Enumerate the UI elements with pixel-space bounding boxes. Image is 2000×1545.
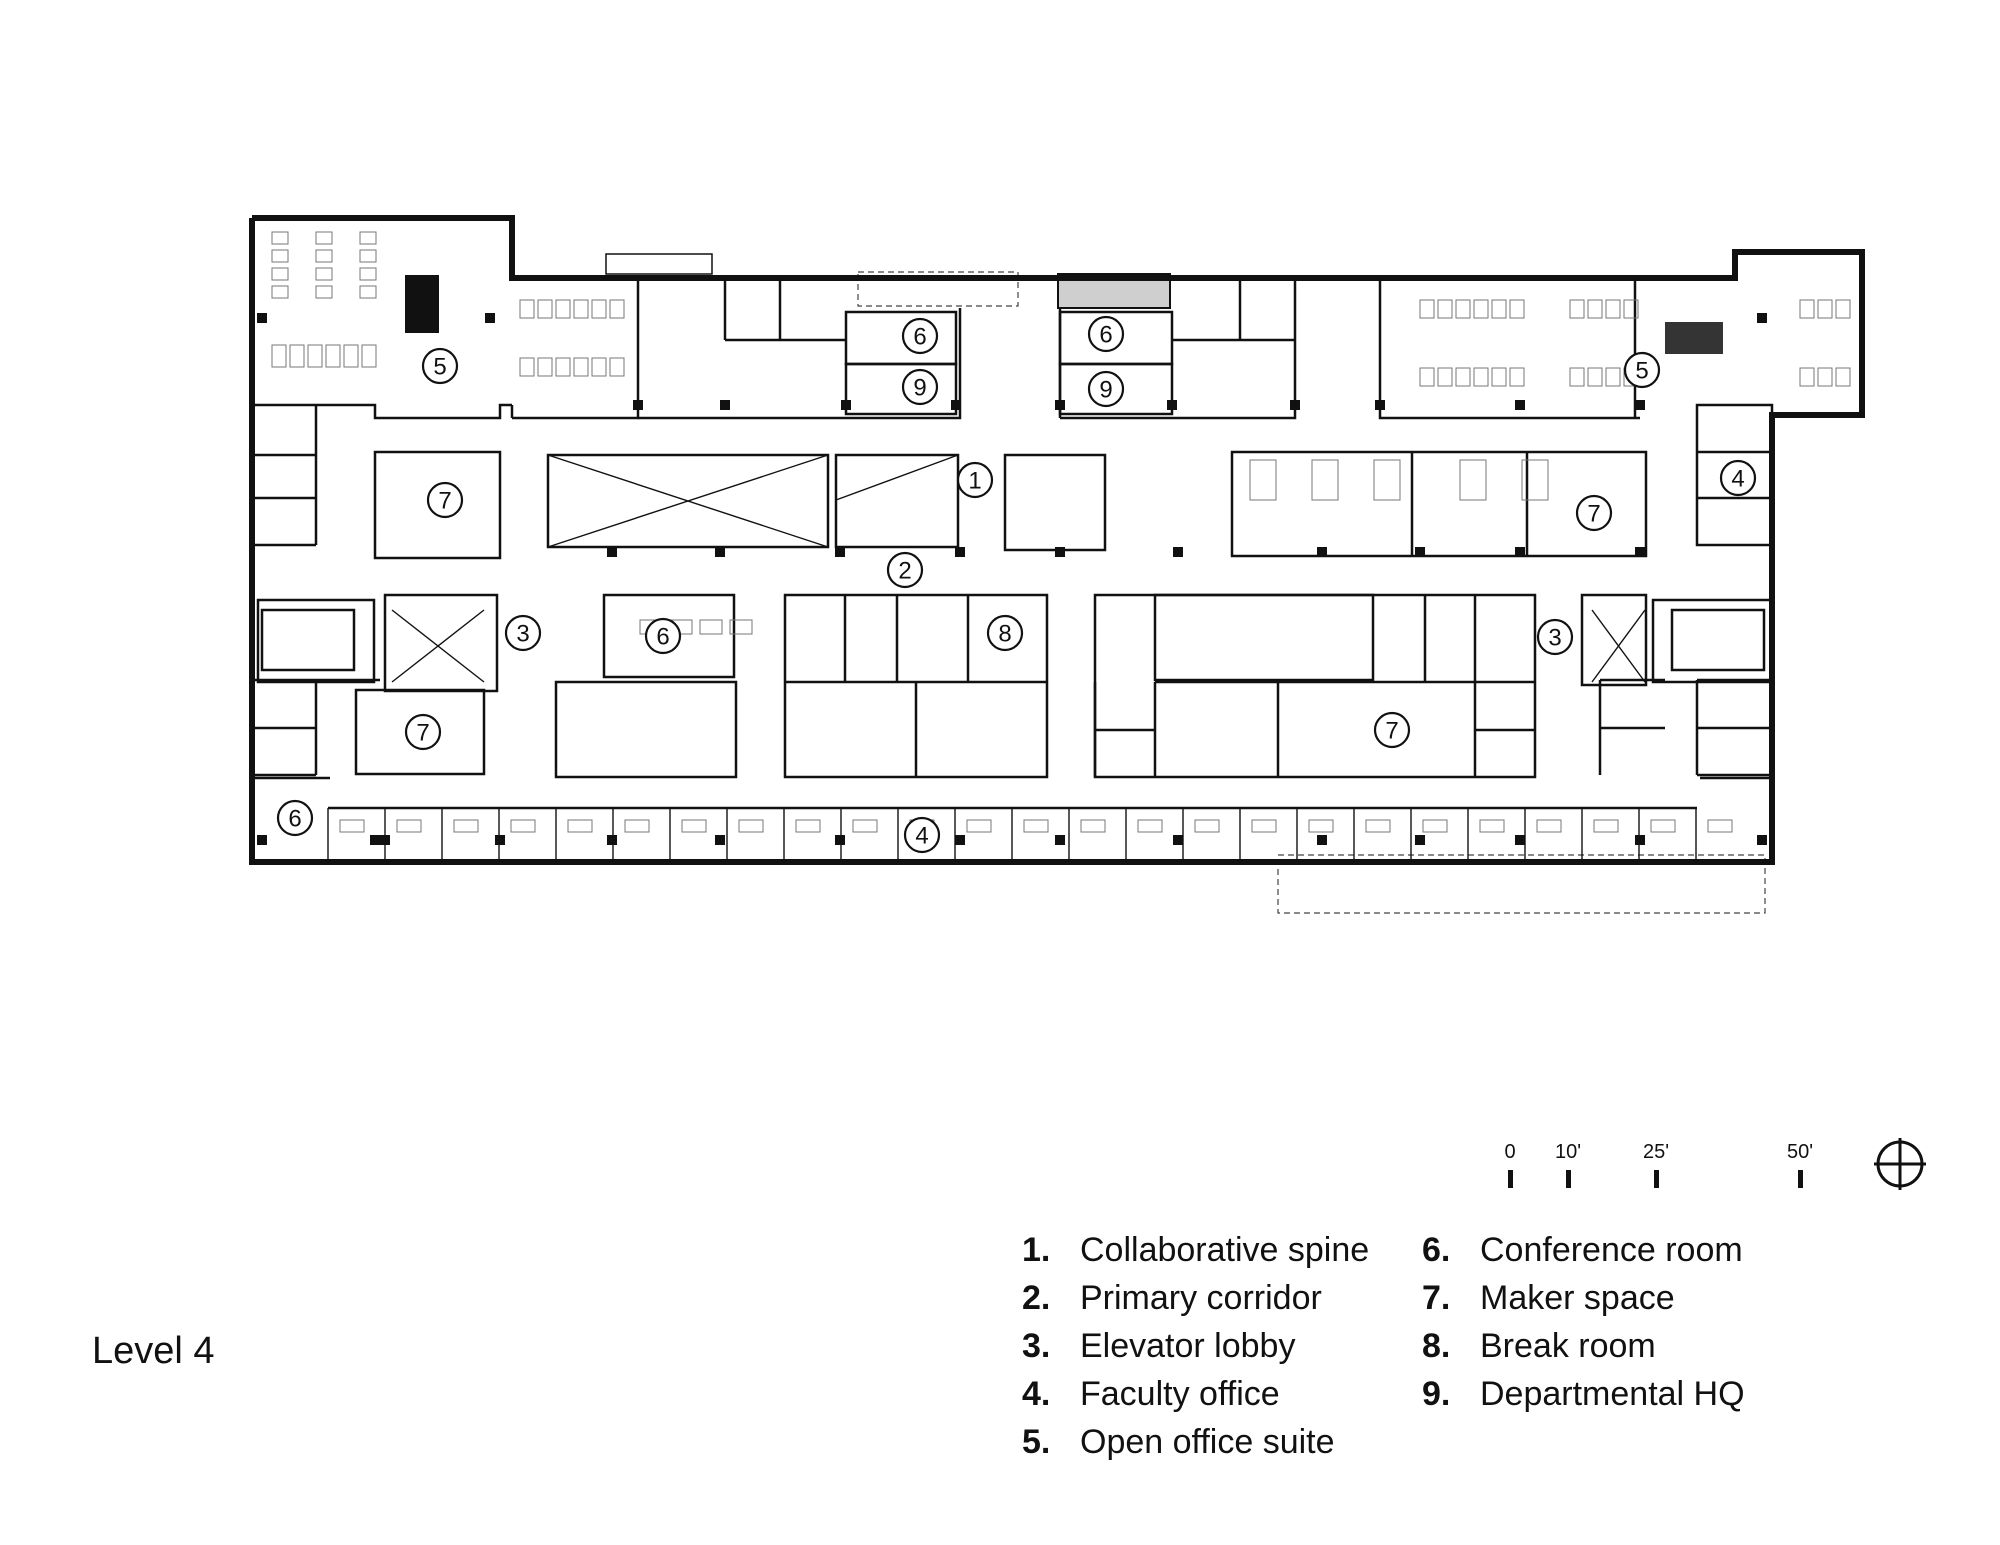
room-tag-t4a: 4 [1719, 459, 1757, 497]
room-tag-t5b: 5 [1623, 351, 1661, 389]
scale-tick-50: 50' [1787, 1141, 1813, 1163]
west-wing-walls [252, 403, 514, 780]
svg-text:6: 6 [1099, 322, 1112, 349]
room-tag-t6c: 6 [644, 617, 682, 655]
roof-vent-box [605, 253, 713, 275]
legend-item-4: 4.Faculty office [1022, 1375, 1280, 1413]
east-wing-walls [1230, 403, 1774, 780]
svg-text:4: 4 [1731, 466, 1744, 493]
legend-item-1: 1.Collaborative spine [1022, 1231, 1370, 1269]
svg-text:3: 3 [516, 621, 529, 648]
faculty-office-row [327, 808, 1733, 862]
north-rooms-walls [512, 278, 1640, 420]
scale-tick-0: 0 [1504, 1141, 1515, 1163]
legend-item-5: 5.Open office suite [1022, 1423, 1335, 1461]
room-tag-t9b: 9 [1087, 370, 1125, 408]
room-tag-t8: 8 [986, 614, 1024, 652]
dashed-terrace-outline [1277, 854, 1766, 914]
scale-tick-25: 25' [1643, 1141, 1669, 1163]
room-tag-t4b: 4 [903, 816, 941, 854]
center-block-walls [546, 453, 1537, 779]
svg-text:6: 6 [656, 624, 669, 651]
svg-text:3: 3 [1548, 625, 1561, 652]
svg-text:6: 6 [288, 806, 301, 833]
svg-text:1: 1 [968, 468, 981, 495]
room-tag-t6d: 6 [276, 799, 314, 837]
legend-item-6: 6.Conference room [1422, 1231, 1743, 1269]
room-tag-t3b: 3 [1536, 618, 1574, 656]
room-tag-t1: 1 [956, 461, 994, 499]
svg-text:8: 8 [998, 621, 1011, 648]
room-tag-t7b: 7 [1575, 494, 1613, 532]
svg-text:9: 9 [1099, 377, 1112, 404]
exterior-wall [249, 215, 1865, 865]
level-title: Level 4 [92, 1330, 215, 1372]
svg-text:2: 2 [898, 558, 911, 585]
room-tag-t6a: 6 [901, 317, 939, 355]
scale-tick-10: 10' [1555, 1141, 1581, 1163]
svg-text:5: 5 [433, 354, 446, 381]
svg-text:4: 4 [915, 823, 928, 850]
room-tag-t2: 2 [886, 551, 924, 589]
room-tag-t6b: 6 [1087, 315, 1125, 353]
room-tag-t9a: 9 [901, 368, 939, 406]
room-tag-t3a: 3 [504, 614, 542, 652]
legend-column-1: 1.Collaborative spine 2.Primary corridor… [1022, 1226, 1369, 1466]
room-tag-t5a: 5 [421, 347, 459, 385]
legend-item-9: 9.Departmental HQ [1422, 1375, 1745, 1413]
svg-text:6: 6 [913, 324, 926, 351]
svg-text:5: 5 [1635, 358, 1648, 385]
svg-text:7: 7 [438, 488, 451, 515]
svg-text:7: 7 [1385, 718, 1398, 745]
legend-item-3: 3.Elevator lobby [1022, 1327, 1296, 1365]
north-arrow-icon [1874, 1138, 1926, 1190]
cores [260, 275, 1766, 683]
legend-item-2: 2.Primary corridor [1022, 1279, 1322, 1317]
room-tag-t7a: 7 [426, 481, 464, 519]
legend-item-7: 7.Maker space [1422, 1279, 1675, 1317]
scale-bar: 0 10' 25' 50' [1504, 1141, 1813, 1188]
room-tag-t7c: 7 [404, 713, 442, 751]
furniture [271, 231, 1851, 635]
room-tags: 1 2 3 3 4 4 5 5 6 6 6 6 7 7 7 7 8 9 9 [276, 315, 1757, 854]
svg-text:9: 9 [913, 375, 926, 402]
svg-text:7: 7 [416, 720, 429, 747]
legend-item-8: 8.Break room [1422, 1327, 1656, 1365]
room-tag-t7d: 7 [1373, 711, 1411, 749]
svg-text:7: 7 [1587, 501, 1600, 528]
structural-columns [257, 313, 1767, 845]
dashed-canopy-outline [857, 271, 1019, 307]
legend-column-2: 6.Conference room 7.Maker space 8.Break … [1422, 1226, 1745, 1418]
